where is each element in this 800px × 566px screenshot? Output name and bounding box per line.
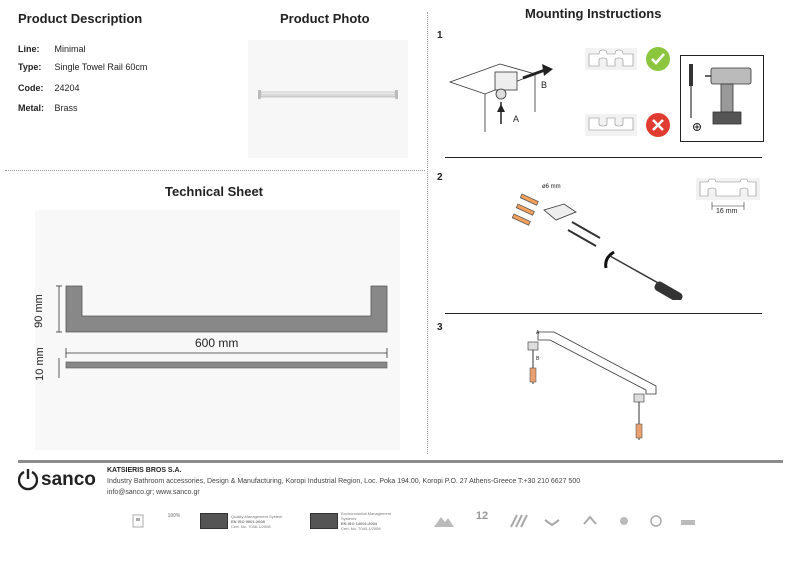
screw-assembly-illustration bbox=[511, 193, 683, 303]
certificate-logo bbox=[200, 513, 228, 529]
quality-certificate: Quality Management System EN ISO 9001:20… bbox=[200, 513, 291, 529]
company-info: KATSIERIS BROS S.A. Industry Bathroom ac… bbox=[107, 465, 580, 498]
section-divider bbox=[5, 170, 425, 171]
arrow-icon bbox=[580, 512, 600, 530]
logo-text: sanco bbox=[41, 469, 96, 490]
company-name: KATSIERIS BROS S.A. bbox=[107, 467, 182, 474]
spec-value: 24204 bbox=[54, 83, 80, 93]
chevron-icon bbox=[542, 512, 562, 530]
step1-bracket-drawing: B A bbox=[445, 42, 570, 152]
spec-value: Brass bbox=[54, 103, 78, 113]
bracket-spacing-shape bbox=[696, 178, 760, 210]
bracket-correct-shape bbox=[585, 48, 637, 70]
mounting-instructions-heading: Mounting Instructions bbox=[525, 6, 662, 21]
stripes-icon bbox=[508, 512, 528, 530]
bracket-wrong-shape bbox=[585, 114, 637, 136]
badge-12-text: 12 bbox=[475, 510, 489, 522]
thickness-dimension-label: 10 mm bbox=[34, 347, 46, 381]
technical-drawing: 90 mm 600 mm 10 mm bbox=[33, 210, 400, 450]
label-b: B bbox=[541, 80, 548, 90]
step-number: 3 bbox=[437, 322, 443, 333]
circle-icon bbox=[646, 512, 666, 530]
step-number: 1 bbox=[437, 30, 443, 41]
certificate-text: Quality Management System EN ISO 9001:20… bbox=[231, 513, 283, 529]
bath-icon bbox=[678, 512, 698, 530]
spec-key: Code: bbox=[18, 83, 44, 93]
bracket-correct-orientation bbox=[585, 48, 637, 70]
step-number: 2 bbox=[437, 172, 443, 183]
company-address: Industry Bathroom accessories, Design & … bbox=[107, 478, 581, 485]
technical-sheet-heading: Technical Sheet bbox=[165, 184, 264, 199]
certificate-logo bbox=[310, 513, 338, 529]
product-photo-heading: Product Photo bbox=[280, 11, 370, 26]
diameter-label: ø6 mm bbox=[542, 184, 561, 190]
step3-label-b: B bbox=[536, 356, 540, 362]
guarantee-badge: 100% bbox=[162, 512, 186, 530]
spec-metal: Metal: Brass bbox=[18, 103, 78, 113]
warranty-badge: 12 bbox=[472, 510, 492, 530]
spec-value: Minimal bbox=[54, 44, 86, 54]
screwdriver-drill-icon bbox=[689, 64, 752, 131]
product-photo bbox=[248, 40, 408, 158]
bracket-wrong-orientation bbox=[585, 114, 637, 136]
sanco-logo-icon bbox=[18, 469, 38, 491]
cross-icon bbox=[646, 113, 670, 137]
towel-rail-photo bbox=[258, 90, 398, 99]
column-divider bbox=[427, 12, 428, 454]
environmental-certificate: Environmental Management Systems EN ISO … bbox=[310, 511, 401, 531]
bracket-spacing-drawing: 16 mm bbox=[696, 178, 760, 218]
spec-key: Line: bbox=[18, 44, 40, 54]
mountain-icon bbox=[432, 512, 456, 530]
height-dimension-label: 90 mm bbox=[33, 294, 45, 328]
step-divider bbox=[445, 313, 762, 314]
step3-rail-drawing: A B bbox=[510, 328, 670, 448]
spec-code: Code: 24204 bbox=[18, 83, 80, 93]
spec-key: Type: bbox=[18, 62, 42, 72]
bracket-assembly-illustration bbox=[448, 63, 553, 132]
rail-mounting-illustration bbox=[527, 331, 657, 440]
tools-box bbox=[680, 55, 764, 142]
spec-type: Type: Single Towel Rail 60cm bbox=[18, 62, 147, 72]
rail-dimension-drawing bbox=[56, 285, 388, 378]
check-icon bbox=[646, 47, 670, 71]
spec-key: Metal: bbox=[18, 103, 45, 113]
step2-screw-drawing: ø6 mm bbox=[500, 180, 700, 303]
spec-value: Single Towel Rail 60cm bbox=[54, 62, 148, 72]
step3-label-a: A bbox=[536, 330, 540, 336]
product-description-heading: Product Description bbox=[18, 11, 143, 26]
sun-icon bbox=[614, 512, 634, 530]
badge-100-text: 100% bbox=[167, 513, 181, 519]
certificate-text: Environmental Management Systems EN ISO … bbox=[341, 511, 392, 531]
step-divider bbox=[445, 157, 762, 158]
hotel-icon bbox=[128, 512, 148, 530]
sanco-logo: sanco bbox=[18, 466, 100, 494]
spacing-label: 16 mm bbox=[716, 208, 738, 215]
company-contact: info@sanco.gr; www.sanco.gr bbox=[107, 489, 200, 496]
width-dimension-label: 600 mm bbox=[195, 336, 239, 350]
footer-divider bbox=[18, 460, 783, 463]
spec-line: Line: Minimal bbox=[18, 44, 86, 54]
label-a: A bbox=[513, 114, 520, 124]
